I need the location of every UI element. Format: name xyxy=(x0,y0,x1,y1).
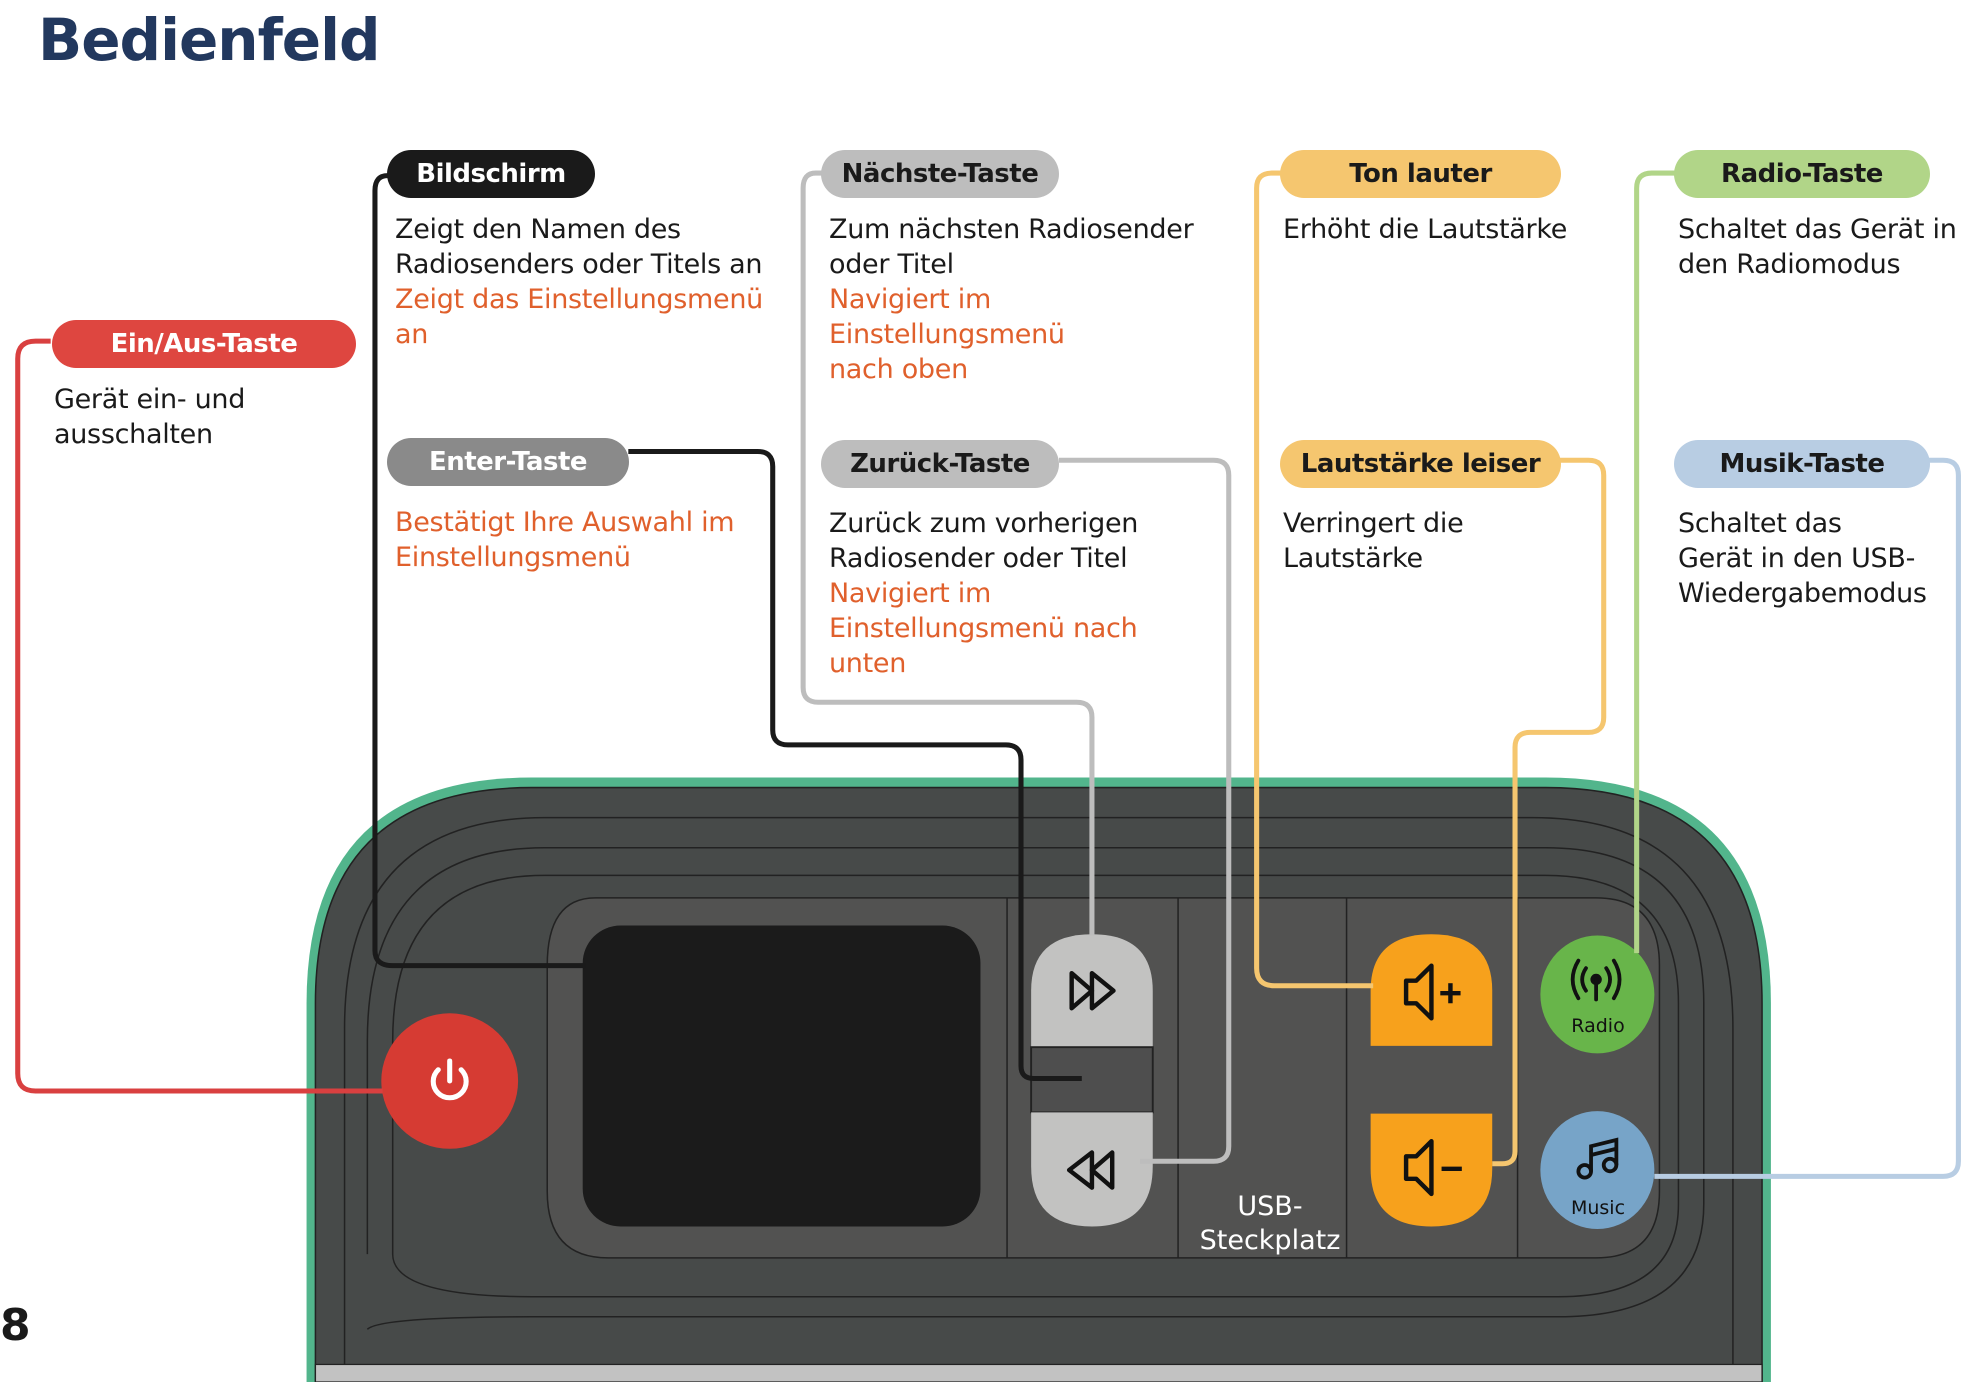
desc-line: Gerät in den USB- xyxy=(1678,543,1916,574)
antenna-icon xyxy=(1570,958,1622,1002)
desc-volume-down: Verringert die Lautstärke xyxy=(1283,506,1613,576)
connector-screen xyxy=(372,173,586,969)
desc-line: Lautstärke xyxy=(1283,543,1423,574)
desc-screen: Zeigt den Namen des Radiosenders oder Ti… xyxy=(395,212,775,352)
label-screen: Bildschirm xyxy=(387,150,595,198)
desc-line: Zeigt den Namen des xyxy=(395,214,681,245)
desc-line: Gerät ein- und xyxy=(54,384,246,415)
desc-music-button: Schaltet das Gerät in den USB- Wiedergab… xyxy=(1678,506,1966,611)
label-volume-up: Ton lauter xyxy=(1280,150,1561,198)
connector-lines xyxy=(15,170,1961,1179)
desc-line: Erhöht die Lautstärke xyxy=(1283,214,1568,245)
usb-label-line: Steckplatz xyxy=(1199,1225,1341,1256)
desc-line-orange: nach oben xyxy=(829,354,968,385)
label-power-button: Ein/Aus-Taste xyxy=(52,320,356,368)
music-button-label: Music xyxy=(1570,1197,1626,1219)
desc-line: Radiosender oder Titel xyxy=(829,543,1128,574)
label-radio-button: Radio-Taste xyxy=(1674,150,1930,198)
desc-radio-button: Schaltet das Gerät in den Radiomodus xyxy=(1678,212,1966,282)
connector-radio xyxy=(1634,170,1675,954)
desc-line-orange: Navigiert im xyxy=(829,578,991,609)
desc-line: Zurück zum vorherigen xyxy=(829,508,1139,539)
desc-line-orange: Einstellungsmenü nach xyxy=(829,613,1138,644)
desc-line: Zum nächsten Radiosender xyxy=(829,214,1194,245)
connector-music xyxy=(1654,457,1961,1179)
volume-down-icon xyxy=(1403,1139,1462,1197)
connector-enter xyxy=(628,448,1082,1082)
connector-power xyxy=(15,338,383,1094)
desc-enter-button: Bestätigt Ihre Auswahl im Einstellungsme… xyxy=(395,505,775,575)
label-next-button: Nächste-Taste xyxy=(821,150,1059,198)
desc-volume-up: Erhöht die Lautstärke xyxy=(1283,212,1613,247)
page-number: 8 xyxy=(0,1300,31,1351)
desc-power-button: Gerät ein- und ausschalten xyxy=(54,382,354,452)
connector-next xyxy=(800,170,1095,936)
desc-line-orange: unten xyxy=(829,648,907,679)
connector-volup xyxy=(1254,170,1374,989)
desc-line-orange: an xyxy=(395,319,429,350)
desc-line: Wiedergabemodus xyxy=(1678,578,1927,609)
power-button[interactable] xyxy=(381,1013,519,1149)
page-title: Bedienfeld xyxy=(38,6,381,74)
connector-voldown xyxy=(1492,457,1607,1167)
usb-label-line: USB- xyxy=(1237,1191,1303,1222)
power-icon xyxy=(430,1058,469,1101)
label-enter-button: Enter-Taste xyxy=(387,438,629,486)
label-music-button: Musik-Taste xyxy=(1674,440,1930,488)
music-button[interactable] xyxy=(1540,1111,1655,1230)
label-back-button: Zurück-Taste xyxy=(821,440,1059,488)
desc-back-button: Zurück zum vorherigen Radiosender oder T… xyxy=(829,506,1229,681)
desc-line: oder Titel xyxy=(829,249,954,280)
radio-button[interactable] xyxy=(1540,935,1655,1054)
desc-line-orange: Einstellungsmenü xyxy=(395,542,631,573)
music-note-icon xyxy=(1576,1137,1619,1180)
volume-up-button[interactable] xyxy=(1370,934,1493,1046)
desc-line: Schaltet das Gerät in xyxy=(1678,214,1957,245)
back-button[interactable] xyxy=(1031,1112,1153,1227)
fast-forward-icon xyxy=(1069,970,1116,1011)
desc-line: Radiosenders oder Titels an xyxy=(395,249,763,280)
desc-line: Schaltet das xyxy=(1678,508,1842,539)
desc-line-orange: Zeigt das Einstellungsmenü xyxy=(395,284,763,315)
display-screen xyxy=(582,925,981,1227)
desc-line: ausschalten xyxy=(54,419,213,450)
desc-next-button: Zum nächsten Radiosender oder Titel Navi… xyxy=(829,212,1229,387)
usb-slot-label: USB- Steckplatz xyxy=(1185,1190,1355,1258)
next-button[interactable] xyxy=(1031,934,1153,1048)
volume-down-button[interactable] xyxy=(1370,1113,1493,1227)
desc-line-orange: Bestätigt Ihre Auswahl im xyxy=(395,507,735,538)
desc-line: Verringert die xyxy=(1283,508,1464,539)
connector-back xyxy=(1059,457,1232,1164)
desc-line-orange: Navigiert im Einstellungsmenü xyxy=(829,284,1065,350)
label-volume-down: Lautstärke leiser xyxy=(1280,440,1561,488)
radio-button-label: Radio xyxy=(1571,1015,1625,1037)
desc-line: den Radiomodus xyxy=(1678,249,1901,280)
rewind-icon xyxy=(1066,1150,1115,1190)
volume-up-icon xyxy=(1403,963,1461,1021)
